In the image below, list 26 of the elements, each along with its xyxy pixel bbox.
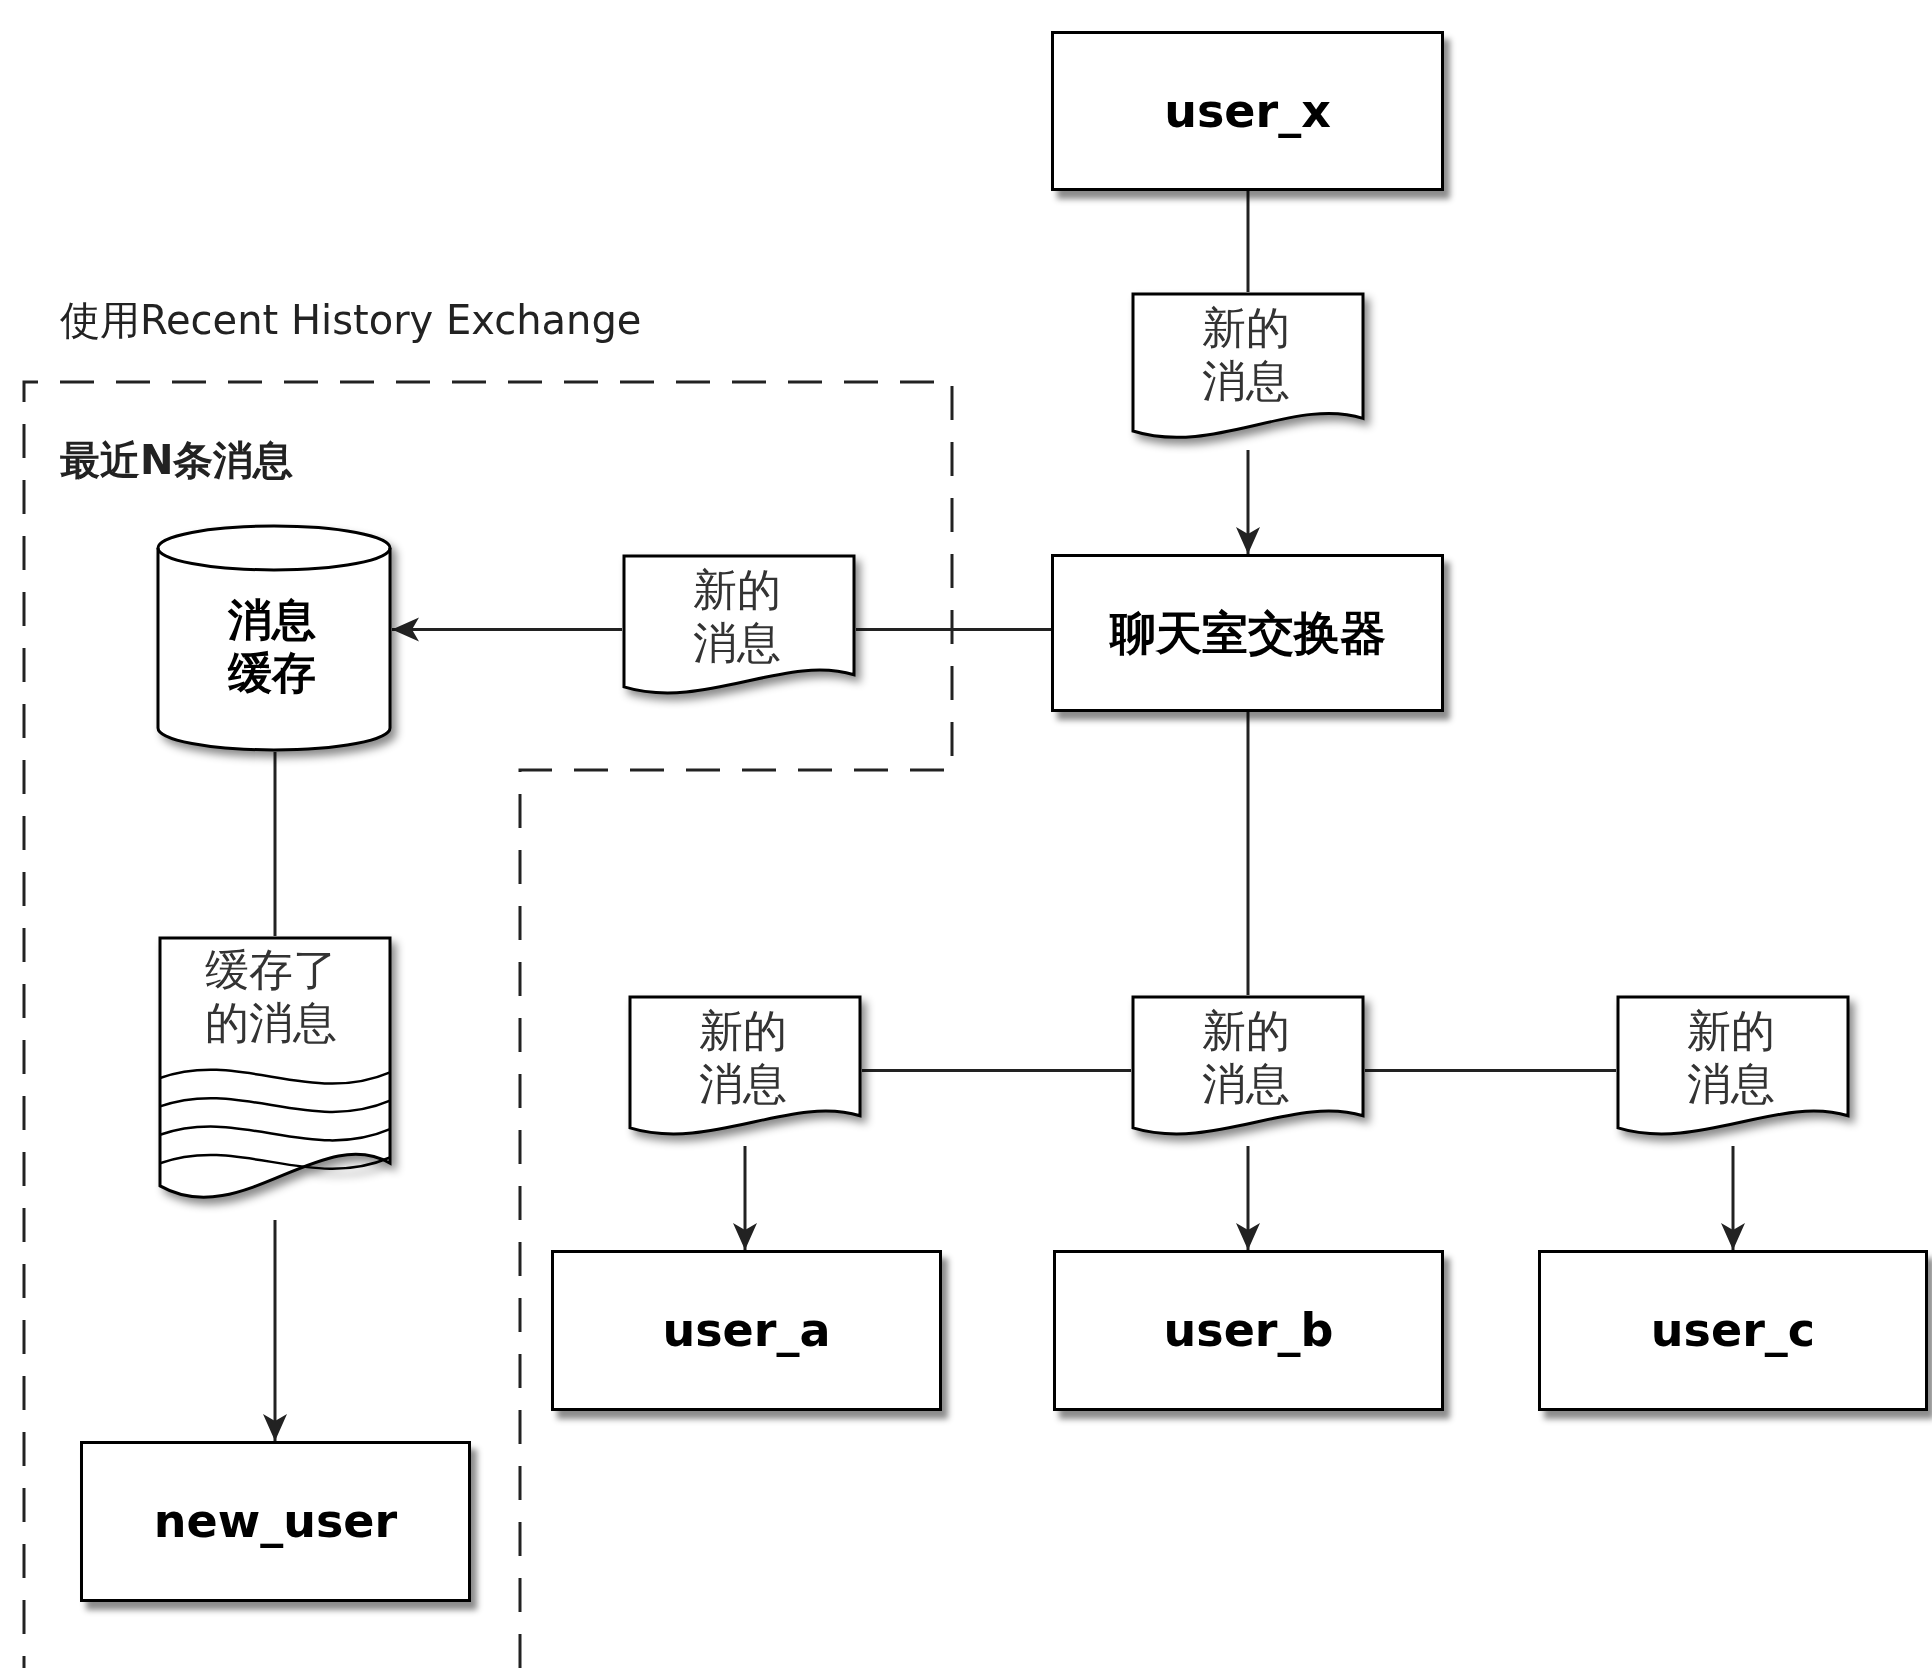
- region-title: 使用Recent History Exchange: [60, 296, 642, 345]
- document-text: 新的消息: [1202, 1005, 1291, 1111]
- process-box: user_x: [1051, 31, 1444, 191]
- document-text: 新的消息: [693, 564, 782, 670]
- document-text: 新的消息: [1202, 302, 1291, 408]
- process-box: user_c: [1538, 1250, 1928, 1411]
- arrow: [733, 1146, 757, 1250]
- document-text: 新的消息: [699, 1005, 788, 1111]
- arrow: [1236, 450, 1260, 554]
- connector-line: [1246, 191, 1250, 292]
- arrow: [1721, 1146, 1745, 1250]
- process-box: new_user: [80, 1441, 471, 1602]
- arrow: [1236, 1146, 1260, 1250]
- connector-line: [856, 628, 1051, 631]
- process-box: 聊天室交换器: [1051, 554, 1444, 712]
- connector-line: [1246, 712, 1250, 995]
- document-text: 缓存了的消息: [205, 944, 338, 1050]
- connector-line: [1365, 1069, 1616, 1072]
- region-label: 最近N条消息: [60, 436, 294, 485]
- arrow: [392, 617, 622, 642]
- document-text: 新的消息: [1687, 1005, 1776, 1111]
- storage-label: 消息缓存: [228, 594, 317, 700]
- arrow: [263, 1220, 287, 1441]
- connector-line: [862, 1069, 1131, 1072]
- connector-line: [273, 752, 277, 936]
- process-box: user_b: [1053, 1250, 1444, 1411]
